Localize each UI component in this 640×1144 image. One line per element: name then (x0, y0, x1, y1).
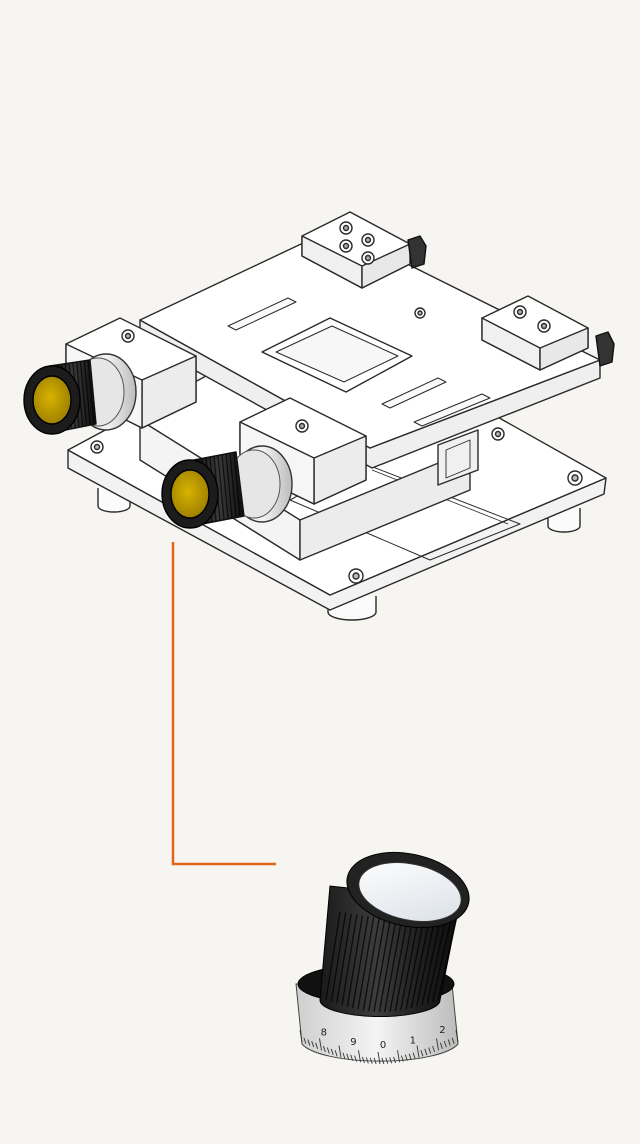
xy-stage-assembly (23, 211, 615, 621)
micrometer-knob-left[interactable] (23, 353, 137, 435)
dial-body (319, 852, 470, 1018)
micrometer-knob-right[interactable] (161, 445, 293, 529)
rear-bracket-left (301, 211, 427, 289)
knob-cap-icon (32, 375, 72, 425)
dial-top-face (358, 862, 462, 922)
dial-scale-label: 9 (350, 1037, 356, 1048)
dial-scale-label: 2 (439, 1025, 445, 1036)
dial-scale-label: 0 (380, 1040, 386, 1051)
dial-scale-label: 8 (321, 1027, 327, 1038)
rear-bracket-right (481, 295, 615, 371)
callout-leader-line (171, 542, 276, 866)
dial-scale-label: 1 (410, 1035, 416, 1046)
knob-cap-icon (170, 469, 210, 519)
dial-knob-detail[interactable]: 8 9 0 1 2 (295, 842, 476, 1065)
